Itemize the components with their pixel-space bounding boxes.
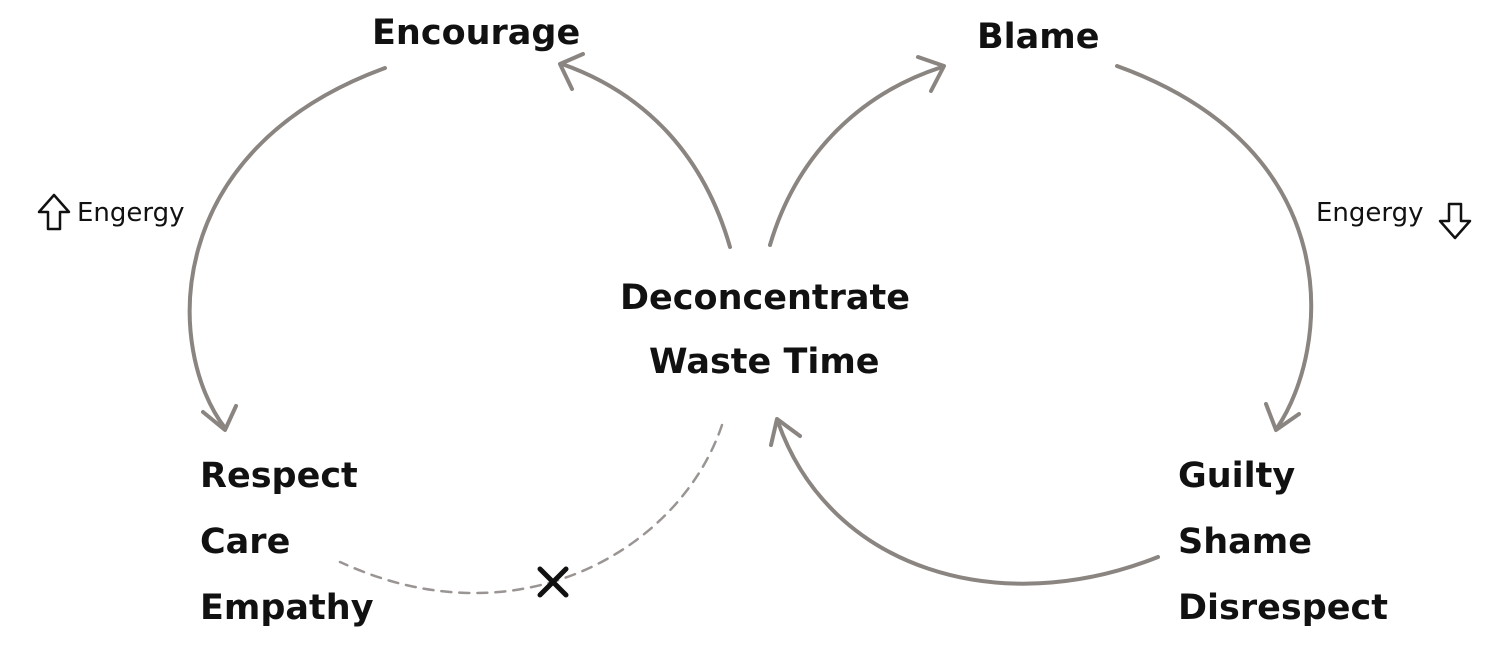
dashed-path-center-to-care <box>338 423 724 595</box>
arrow-negative-to-center <box>776 420 1160 586</box>
node-center-line-1: Deconcentrate <box>620 278 910 318</box>
node-respect: Respect <box>200 456 358 496</box>
energy-label-right: Engergy <box>1316 198 1424 228</box>
node-shame: Shame <box>1178 522 1312 562</box>
arrow-up-outline-icon <box>37 193 71 231</box>
arrow-down-outline-icon <box>1438 202 1472 240</box>
arrow-encourage-to-respect <box>187 66 387 430</box>
arrow-center-to-encourage <box>560 62 732 249</box>
node-blame: Blame <box>977 17 1100 57</box>
cross-icon <box>537 566 569 598</box>
arrowhead-blame <box>916 55 946 93</box>
node-empathy: Empathy <box>200 588 374 628</box>
arrowhead-encourage <box>558 52 585 91</box>
arrowhead-respect <box>201 404 238 432</box>
node-care: Care <box>200 522 291 562</box>
node-guilty: Guilty <box>1178 456 1296 496</box>
node-disrespect: Disrespect <box>1178 588 1388 628</box>
arrow-blame-to-guilty <box>1115 64 1314 430</box>
arrow-center-to-blame <box>768 65 944 247</box>
arrowhead-center <box>769 417 802 447</box>
arrowhead-guilty <box>1264 402 1301 432</box>
node-encourage: Encourage <box>372 13 581 53</box>
energy-label-left: Engergy <box>77 198 185 228</box>
node-center-line-2: Waste Time <box>649 342 880 382</box>
